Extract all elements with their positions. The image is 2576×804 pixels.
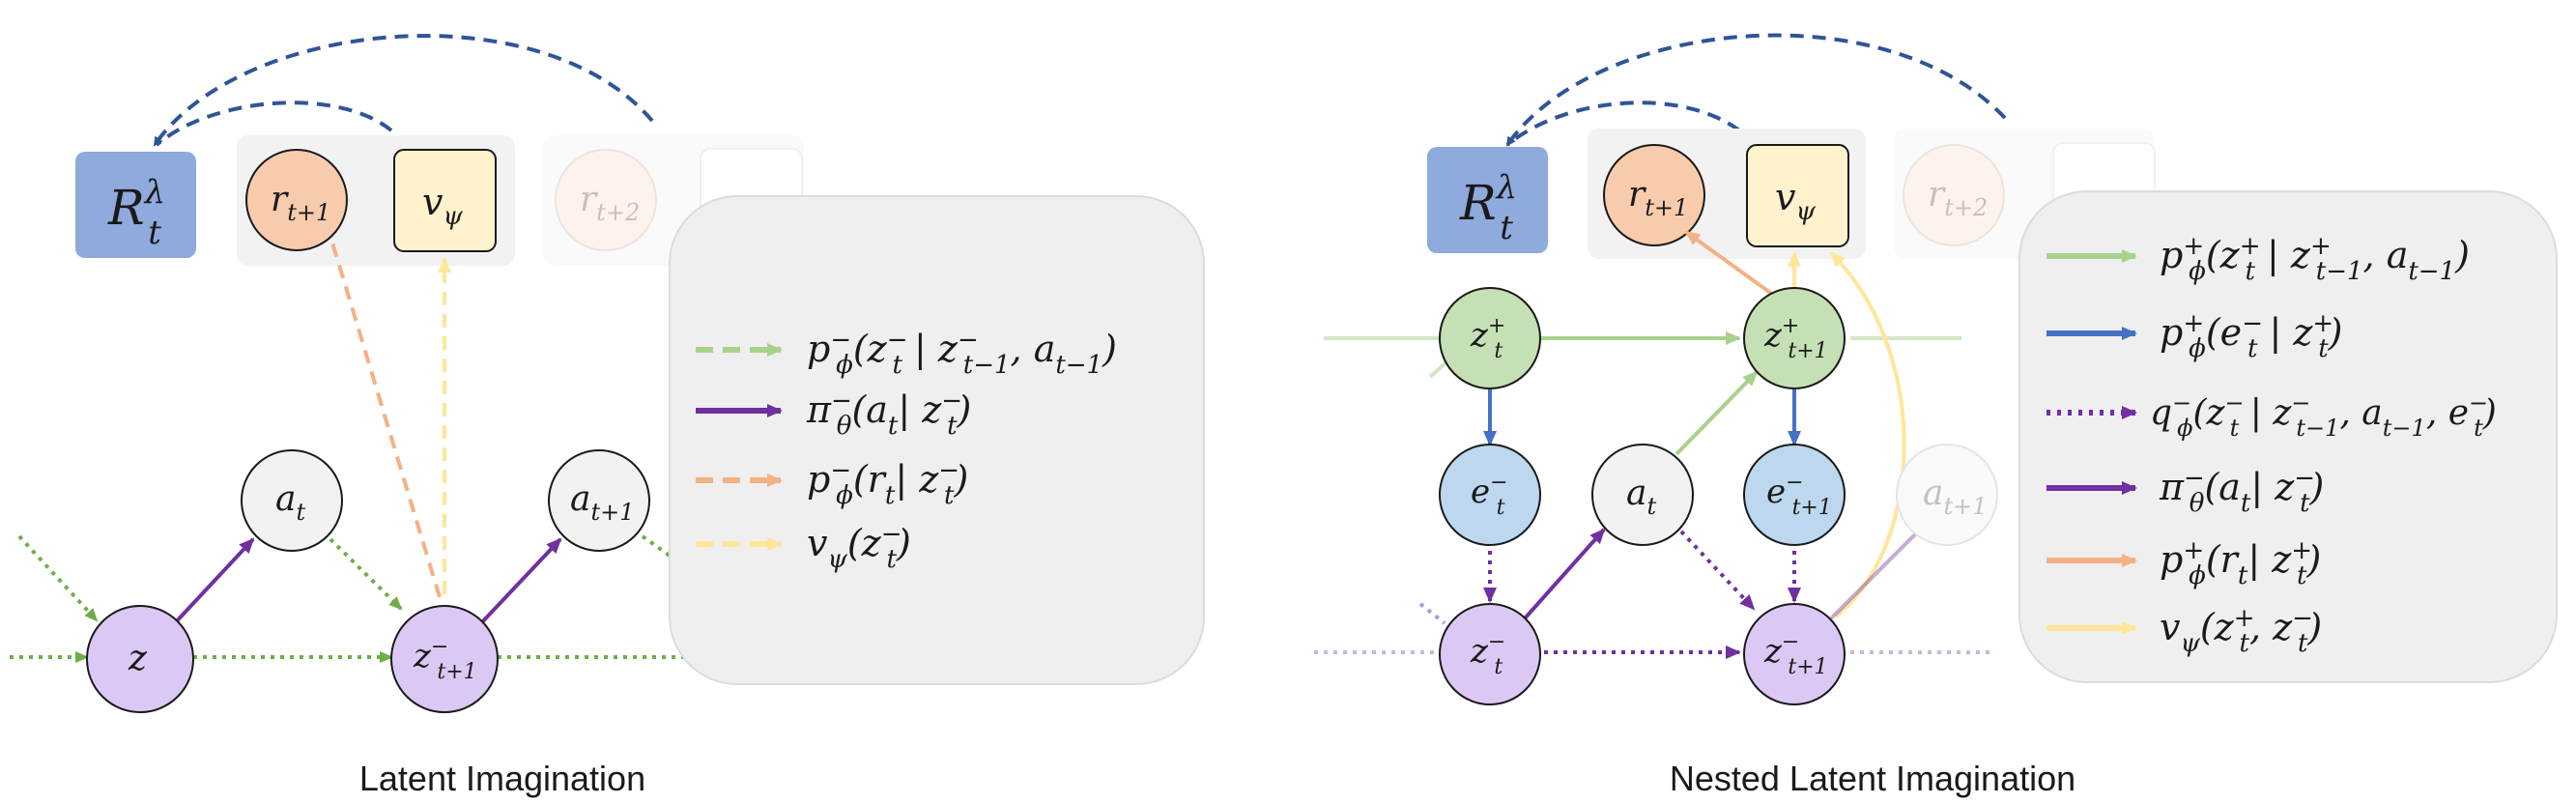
right-return-box — [1427, 147, 1548, 253]
right-reward-faded-node — [1903, 144, 2005, 246]
right-action-faded-label: at+1 — [1923, 474, 1988, 520]
right-action-t-node — [1591, 444, 1694, 546]
right-action-t-label: at — [1626, 474, 1656, 520]
left-edge-znext-to-action — [476, 537, 562, 628]
right-value-label: vψ — [1775, 176, 1816, 226]
right-edge-zminus1-to-value — [1829, 251, 1906, 618]
right-reward-label: rt+1 — [1628, 175, 1688, 221]
right-edge-action-to-zminus1 — [1679, 530, 1756, 611]
right-edge-action-to-zplus1 — [1674, 370, 1759, 456]
left-reward-node — [245, 149, 348, 251]
right-caption: Nested Latent Imagination — [1670, 759, 2075, 798]
right-e-t-label: e−t — [1471, 471, 1508, 520]
right-zplus-t-node — [1439, 287, 1541, 389]
right-zplus-t-label: z+t — [1470, 314, 1505, 363]
left-reward-faded-label: rt+2 — [580, 180, 640, 226]
right-edge-zminus-to-action — [1523, 528, 1606, 620]
right-legend-text-prior: p+ϕ(z+t | z+t−1, at−1) — [2160, 232, 2470, 286]
left-action-t-node — [241, 449, 343, 552]
left-znext-label: z−t+1 — [413, 635, 477, 684]
left-edge-z-to-action — [170, 537, 255, 628]
right-zplus-t1-label: z+t+1 — [1763, 314, 1828, 363]
right-value-box — [1746, 144, 1849, 247]
right-reward-node — [1603, 144, 1705, 246]
left-edge-z-to-reward — [329, 239, 442, 598]
left-action-t1-label: at+1 — [570, 479, 635, 526]
left-return-box — [75, 152, 196, 258]
right-reward-faded-label: rt+2 — [1928, 175, 1988, 221]
right-legend-box — [2018, 190, 2558, 683]
left-legend-box — [669, 195, 1205, 685]
left-return-arc-long — [153, 34, 654, 147]
right-edge-zminus-in — [1418, 602, 1446, 625]
left-return-arc-short — [155, 100, 393, 147]
right-zminus-t-label: z−t — [1470, 630, 1505, 679]
left-reward-faded-node — [555, 149, 657, 251]
right-action-faded-node — [1896, 444, 1998, 546]
left-value-box — [393, 149, 497, 252]
right-e-t1-label: e−t+1 — [1766, 471, 1832, 520]
left-znext-node — [390, 605, 499, 713]
right-edge-zplus1-to-reward — [1684, 230, 1775, 297]
left-value-label: vψ — [422, 181, 463, 231]
left-z-node — [86, 605, 194, 713]
left-edge-action-forward — [641, 534, 678, 562]
right-zminus-t1-label: z−t+1 — [1763, 630, 1828, 679]
left-action-t-label: at — [275, 479, 305, 526]
right-e-t-node — [1439, 444, 1541, 546]
right-zminus-t1-node — [1743, 603, 1846, 705]
right-zminus-t-node — [1439, 603, 1541, 705]
left-caption: Latent Imagination — [359, 759, 645, 798]
left-edge-incoming-z — [17, 534, 99, 622]
left-edge-action-to-znext — [329, 537, 403, 611]
right-zplus-t1-node — [1743, 287, 1846, 389]
left-reward-label: rt+1 — [271, 180, 330, 226]
right-return-arc-long — [1505, 33, 2007, 147]
right-e-t1-node — [1743, 444, 1846, 546]
left-action-t1-node — [548, 449, 650, 552]
right-return-arc-short — [1505, 100, 1741, 147]
left-z-label: z — [128, 639, 148, 678]
